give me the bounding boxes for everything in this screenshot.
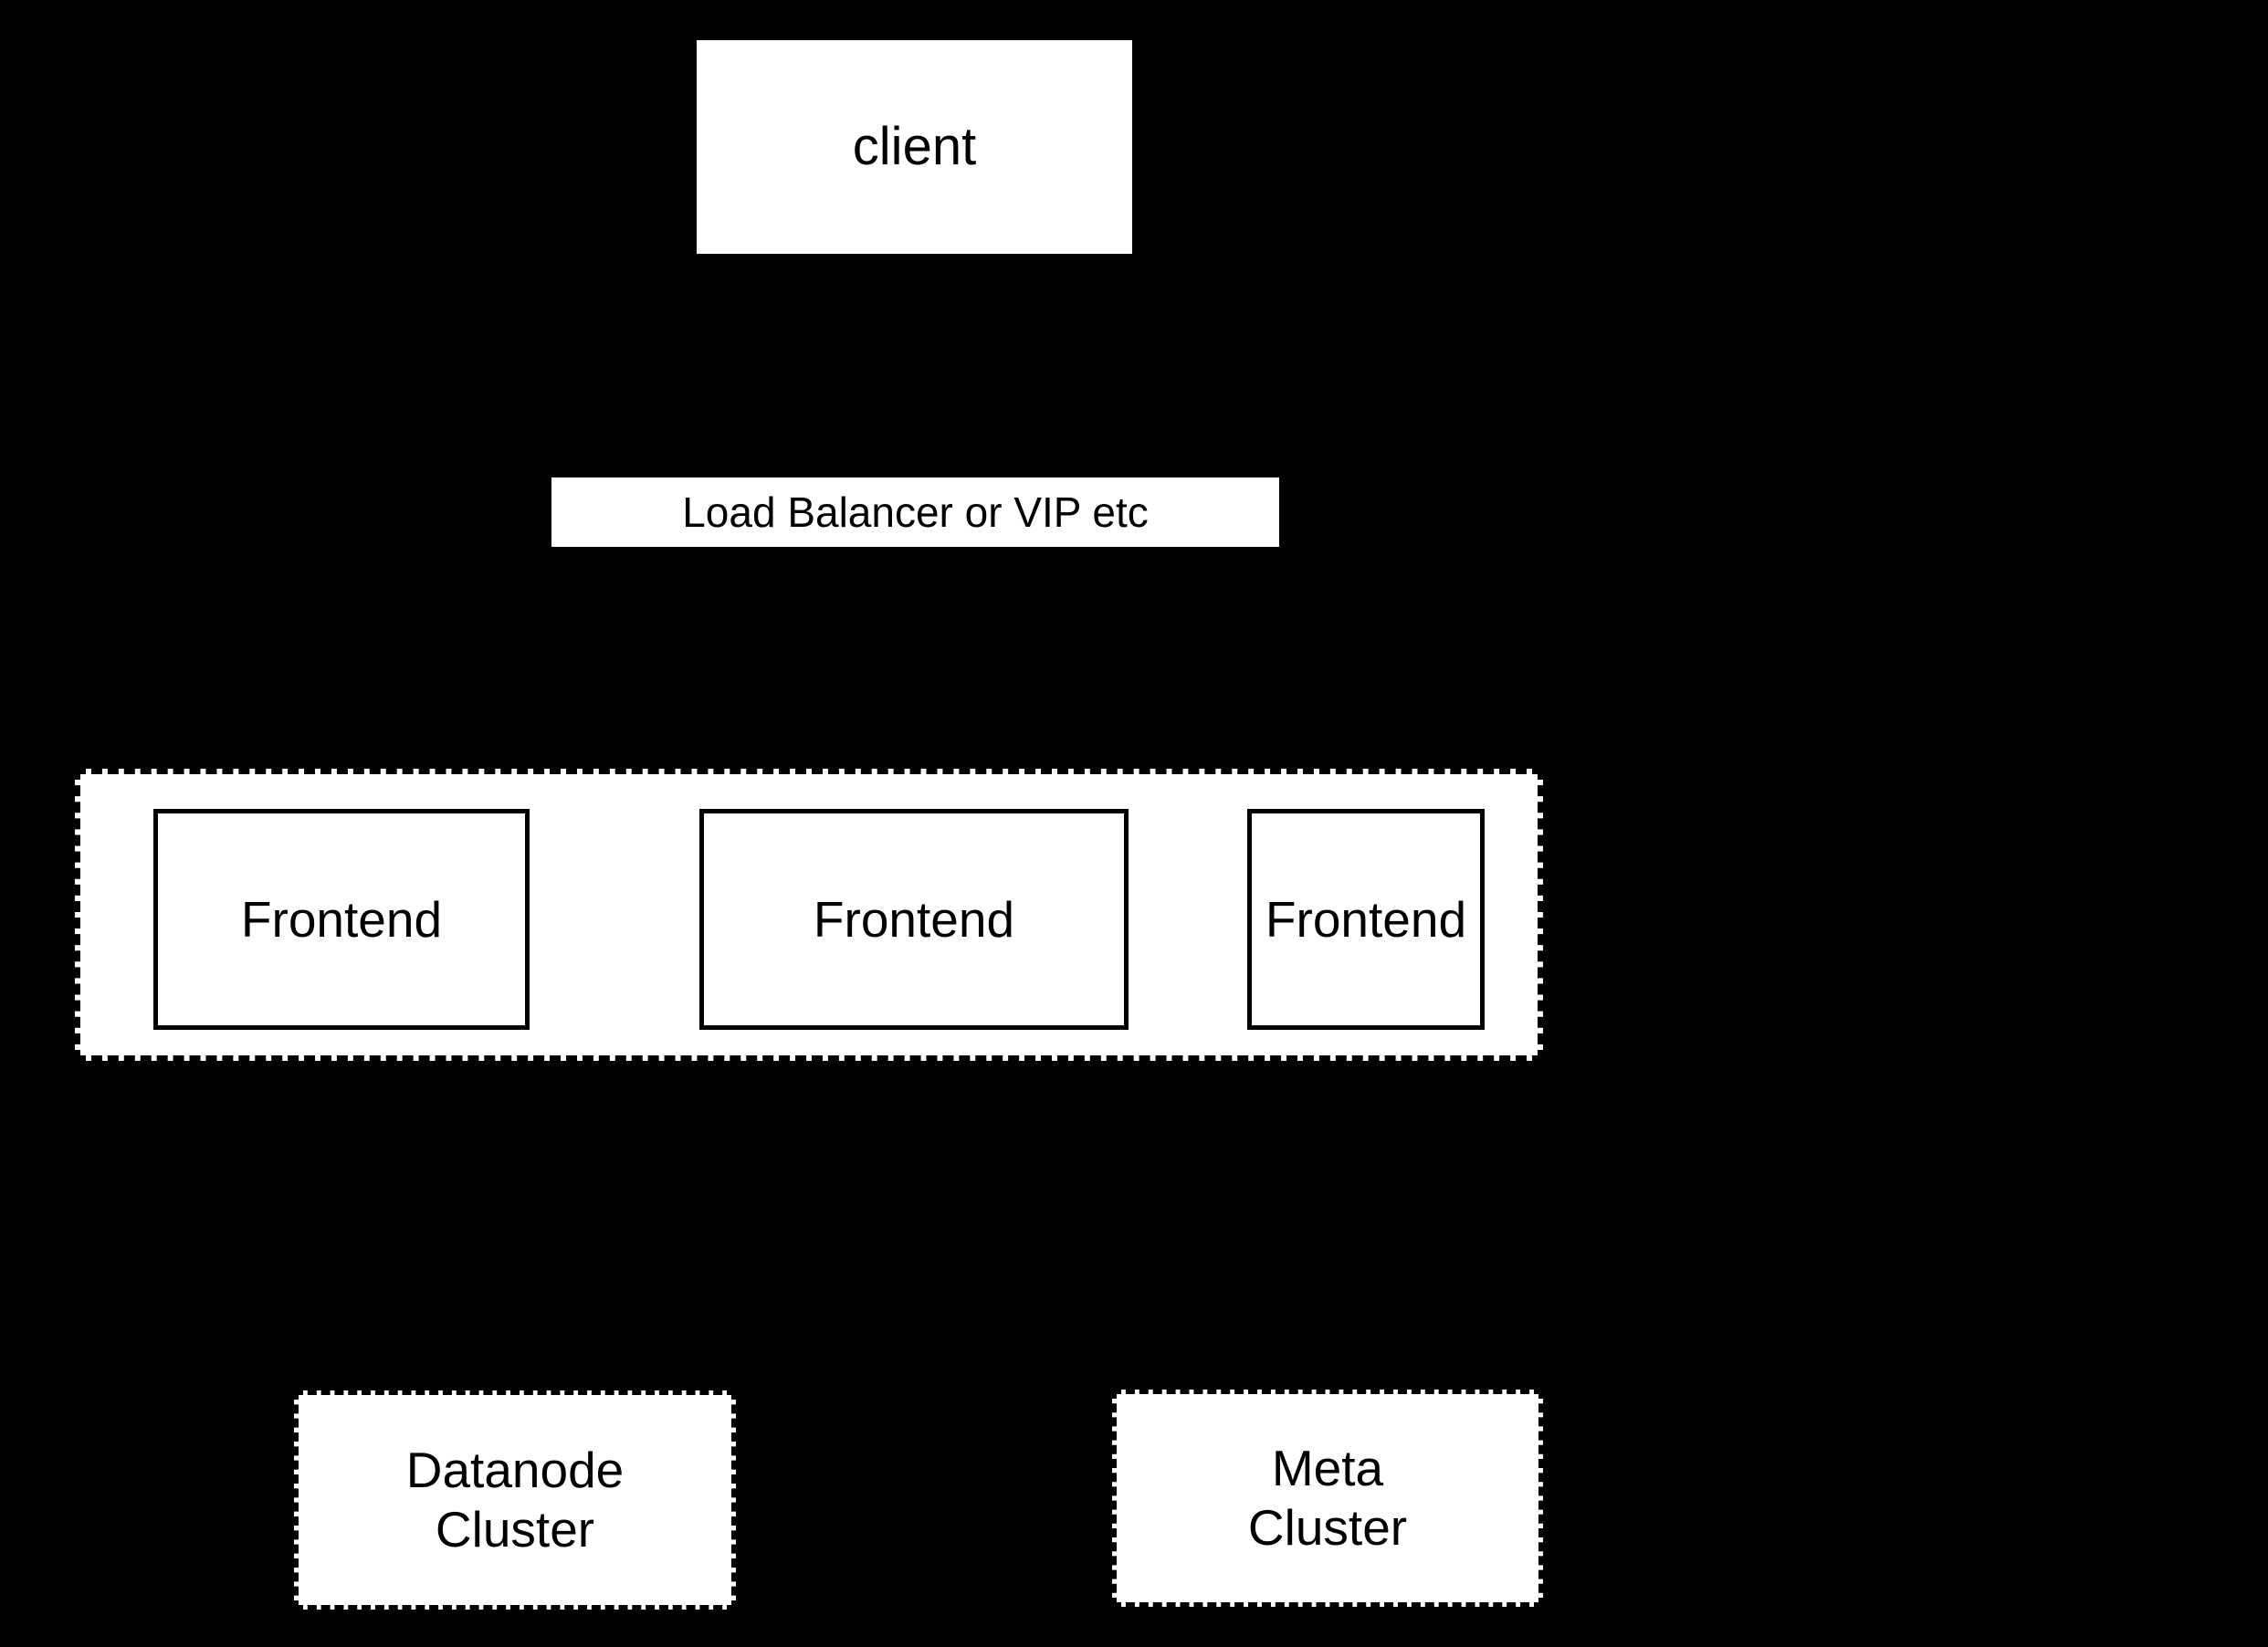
node-meta-cluster-label: Meta Cluster [1247, 1440, 1408, 1556]
node-frontend-3-label: Frontend [1265, 890, 1467, 948]
node-client-label: client [852, 116, 977, 176]
node-frontend-1-label: Frontend [240, 890, 443, 948]
node-frontend-3[interactable]: Frontend [1247, 809, 1485, 1030]
node-load-balancer-label: Load Balancer or VIP etc [682, 488, 1149, 536]
node-frontend-2-label: Frontend [813, 890, 1015, 948]
node-meta-cluster[interactable]: Meta Cluster [1112, 1390, 1543, 1607]
node-frontend-2[interactable]: Frontend [699, 809, 1129, 1030]
node-frontend-group[interactable]: Frontend Frontend Frontend [75, 769, 1543, 1061]
node-client[interactable]: client [697, 40, 1132, 254]
node-frontend-1[interactable]: Frontend [153, 809, 530, 1030]
node-datanode-cluster-label: Datanode Cluster [405, 1442, 625, 1558]
node-datanode-cluster[interactable]: Datanode Cluster [294, 1390, 736, 1610]
node-load-balancer[interactable]: Load Balancer or VIP etc [551, 477, 1279, 547]
